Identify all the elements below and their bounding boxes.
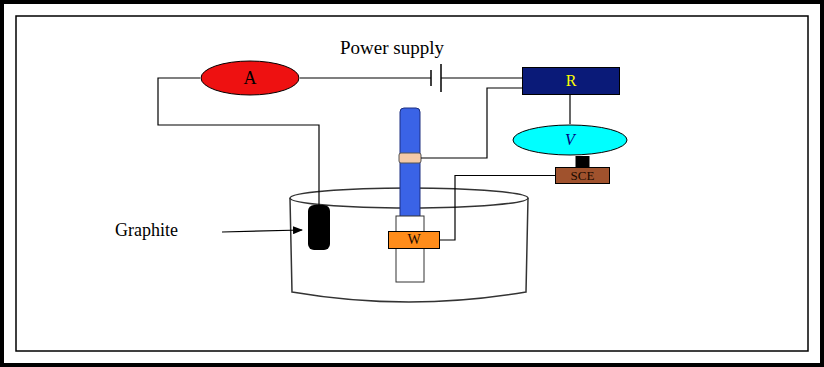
wire	[441, 77, 522, 78]
resistor-text: R	[566, 73, 577, 89]
working-electrode-text: W	[407, 233, 420, 247]
graphite-electrode	[308, 205, 330, 250]
electrode-rod	[400, 108, 420, 220]
voltmeter: V	[512, 124, 628, 156]
battery-plate	[430, 70, 432, 86]
voltmeter-text: V	[565, 132, 575, 148]
battery-plate	[440, 64, 442, 92]
wire-connector	[569, 95, 570, 124]
leader-arrow	[222, 230, 302, 232]
inner-frame	[16, 16, 808, 351]
graphite-label: Graphite	[115, 221, 178, 241]
power-supply-label: Power supply	[340, 38, 444, 59]
reference-electrode-text: SCE	[571, 169, 595, 182]
electrode-collar	[399, 153, 421, 163]
wire	[421, 88, 522, 158]
wire-connector	[440, 176, 555, 241]
ammeter: A	[200, 60, 300, 96]
wire	[300, 77, 431, 78]
reference-electrode: SCE	[555, 167, 610, 184]
wire	[158, 78, 319, 205]
working-electrode: W	[388, 231, 440, 249]
resistor: R	[522, 67, 620, 95]
wire-connector	[576, 156, 590, 167]
ammeter-text: A	[244, 69, 257, 87]
electrode-holder	[396, 216, 424, 282]
